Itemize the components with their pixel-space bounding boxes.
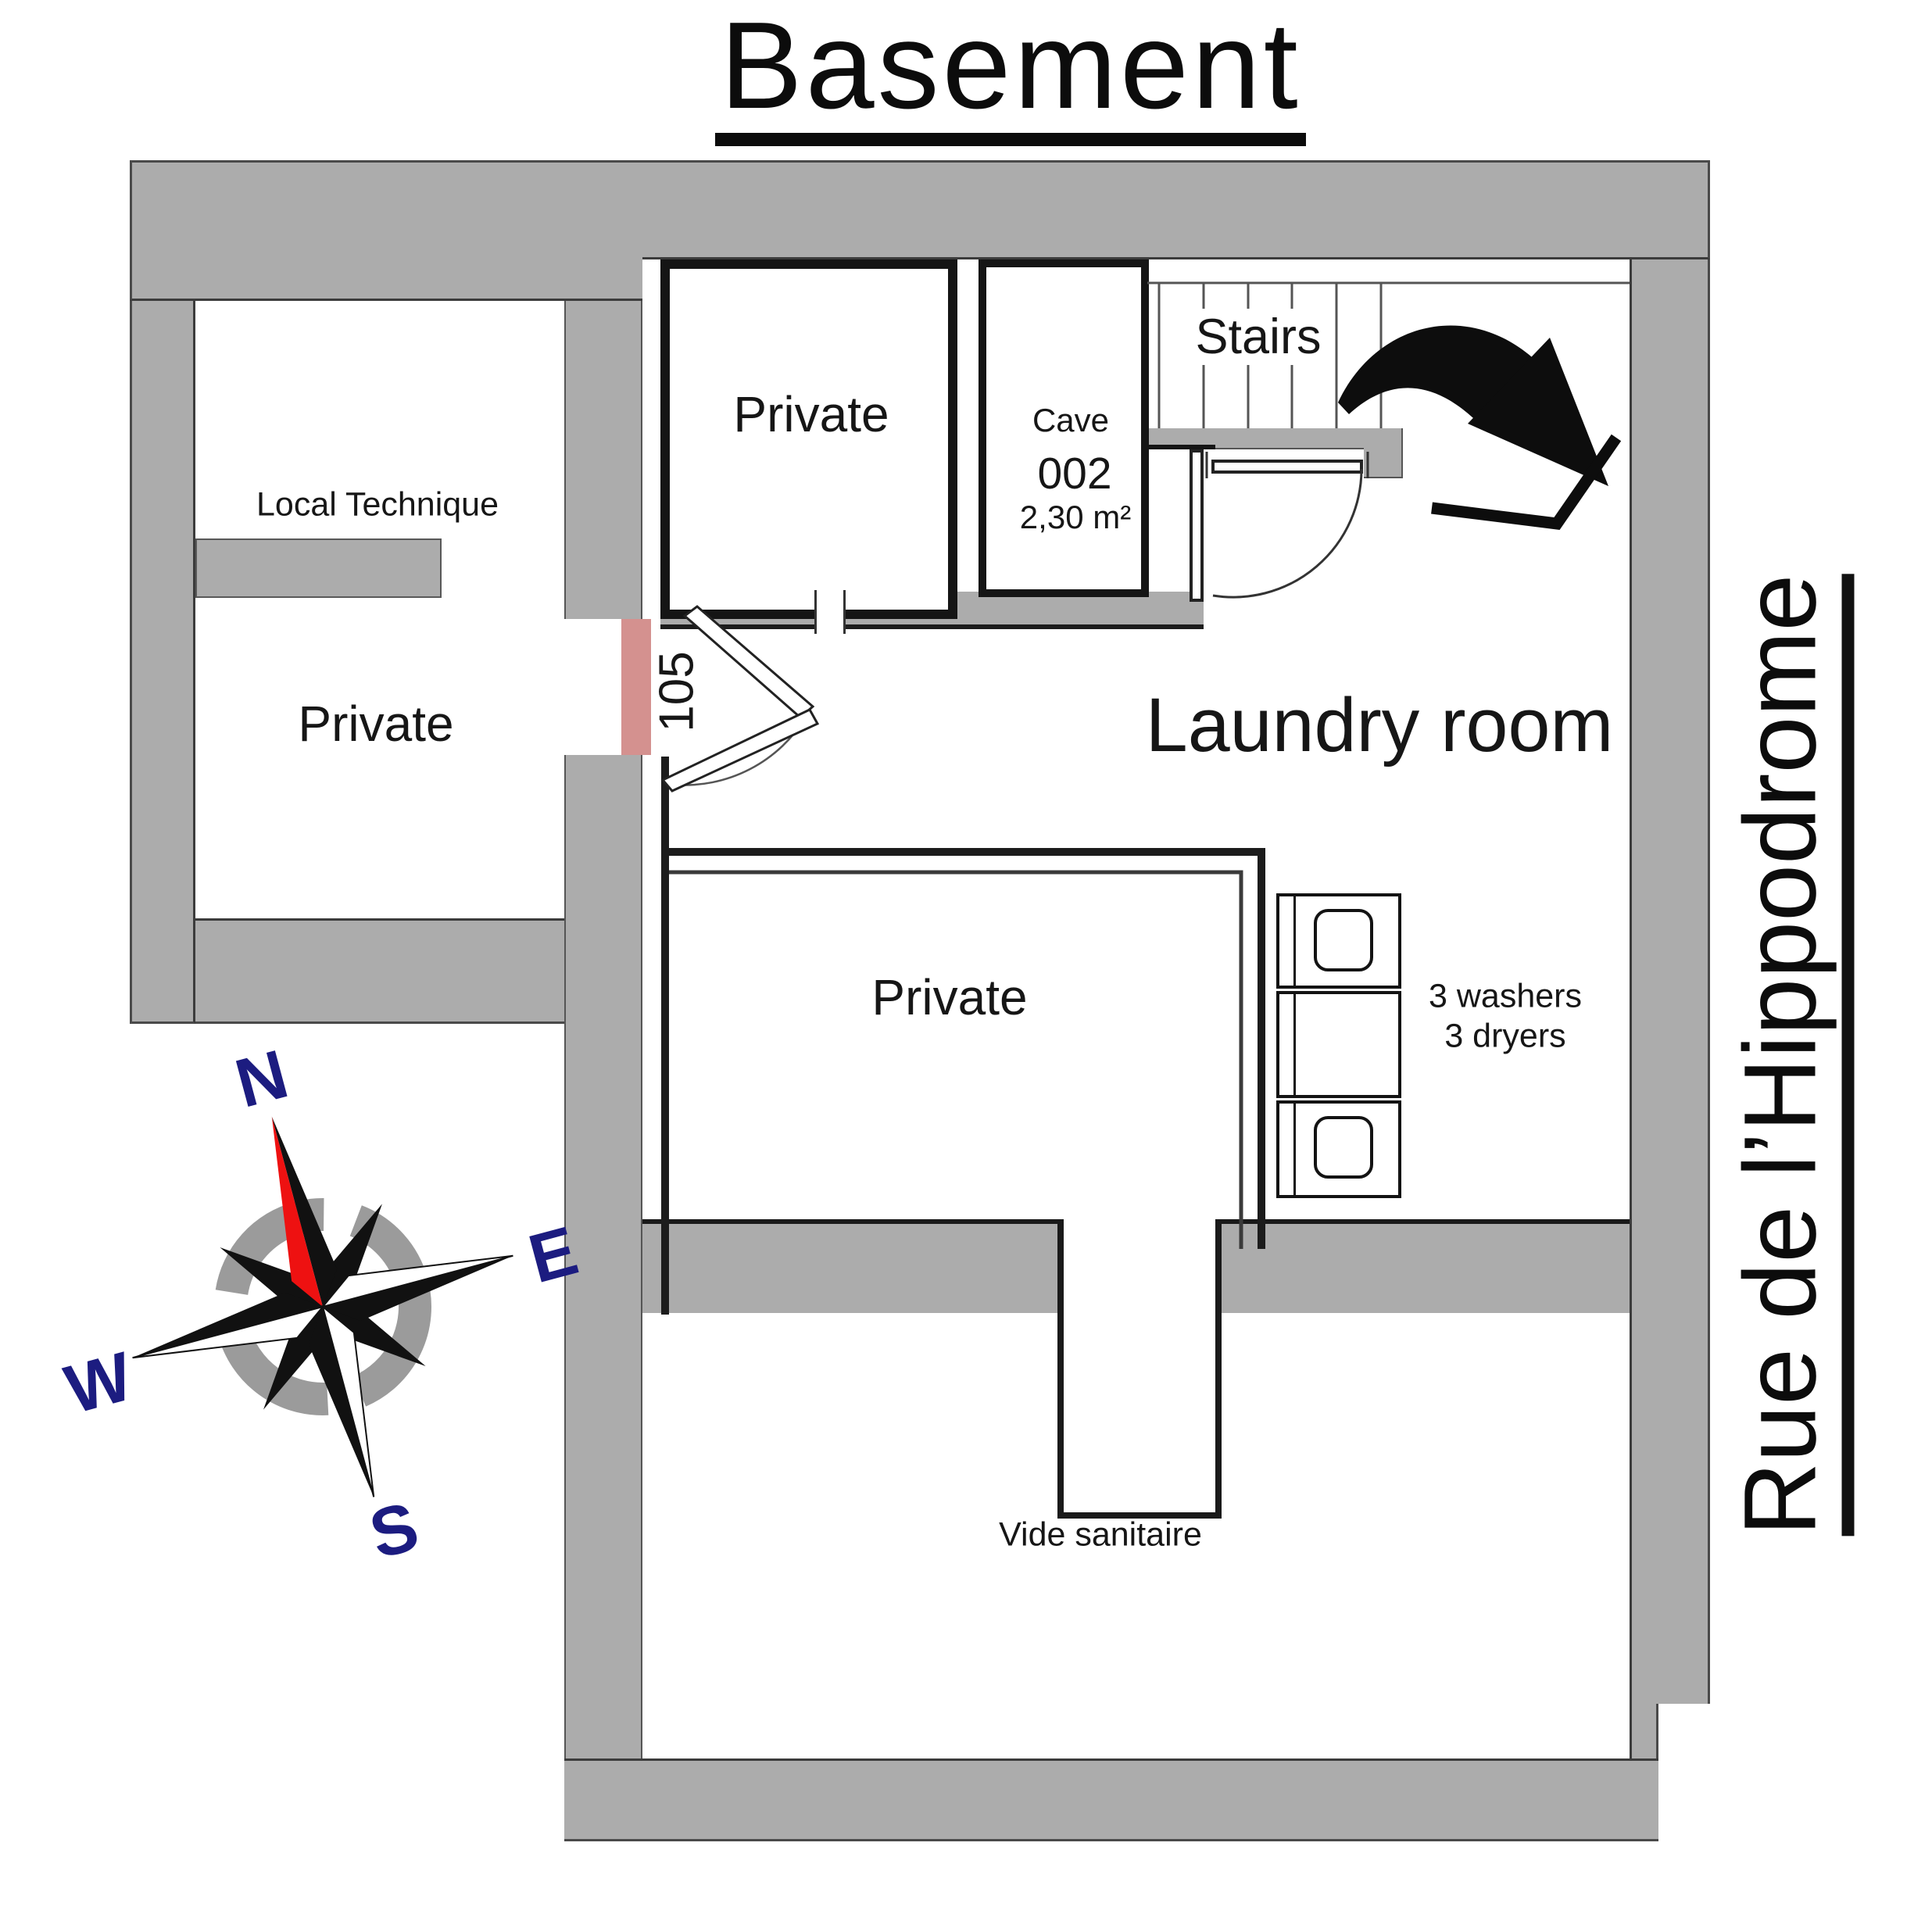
compass-rose-icon: N E S W: [57, 1035, 585, 1573]
washer-dryer-unit-1: [1276, 893, 1401, 989]
label-stairs: Stairs: [1187, 309, 1329, 365]
compass-north-needle-red: [271, 1116, 323, 1307]
label-local-technique: Local Technique: [256, 485, 499, 524]
street-name: Rue de l’Hippodrome: [1723, 574, 1855, 1537]
wall-stairs-step-block: [1364, 428, 1403, 478]
washer-dryer-unit-2: [1276, 991, 1401, 1098]
compass-letter-w: W: [57, 1336, 140, 1428]
vide-sanitaire-notch: [1057, 1219, 1222, 1519]
wall-center-upper: [564, 301, 642, 619]
compass-letter-n: N: [227, 1035, 295, 1122]
label-private-middle: Private: [871, 969, 1028, 1025]
label-dryers: 3 dryers: [1444, 1017, 1566, 1054]
door-highlight-pink: [621, 619, 651, 755]
wall-left-bottom-band: [195, 918, 567, 1024]
label-cave: Cave: [1032, 402, 1110, 438]
appliance-panel-line: [1293, 993, 1296, 1096]
wall-right: [1630, 259, 1710, 1704]
appliance-panel-line: [1293, 1103, 1296, 1196]
label-washers-dryers: 3 washers 3 dryers: [1429, 976, 1582, 1055]
compass-letter-e: E: [521, 1211, 585, 1298]
washer-dryer-unit-3: [1276, 1100, 1401, 1198]
wall-right-lower: [1630, 1704, 1658, 1758]
wall-bottom: [564, 1758, 1658, 1841]
wall-top-right: [642, 160, 1710, 259]
label-cave-area: 2,30 m²: [1019, 499, 1132, 535]
appliance-panel-line: [1293, 896, 1296, 986]
room-private-middle-border: [661, 757, 1265, 1315]
wall-top-left: [130, 160, 642, 301]
wall-below-stairs-left: [1141, 428, 1215, 449]
label-vide-sanitaire: Vide sanitaire: [999, 1515, 1202, 1554]
room-cave: [979, 259, 1149, 597]
label-private-top: Private: [733, 386, 889, 442]
wall-left: [130, 301, 195, 1024]
compass-letter-s: S: [362, 1487, 426, 1573]
laundry-door: [1205, 452, 1369, 599]
down-stairs-arrow-icon: [1338, 325, 1622, 531]
room-private-top: [660, 259, 957, 619]
title-text: Basement: [715, 1, 1306, 146]
washer-door-icon: [1314, 1116, 1373, 1179]
street-name-text: Rue de l’Hippodrome: [1723, 574, 1855, 1537]
washer-door-icon: [1314, 909, 1373, 971]
label-door-105: 105: [649, 651, 704, 732]
wall-door-stub: [1190, 449, 1204, 602]
door-105: [660, 605, 820, 792]
wall-divider-stub: [195, 538, 442, 598]
page-title: Basement: [701, 1, 1320, 146]
wall-center-lower: [564, 755, 642, 1758]
label-washers: 3 washers: [1429, 977, 1582, 1015]
label-private-left: Private: [298, 696, 454, 752]
label-cave-number: 002: [1037, 449, 1112, 499]
cave-doorway-gap: [814, 590, 846, 634]
label-laundry-room: Laundry room: [1145, 682, 1614, 767]
wall-mid-band-west: [642, 1219, 1057, 1313]
wall-mid-band-east: [1220, 1219, 1630, 1313]
